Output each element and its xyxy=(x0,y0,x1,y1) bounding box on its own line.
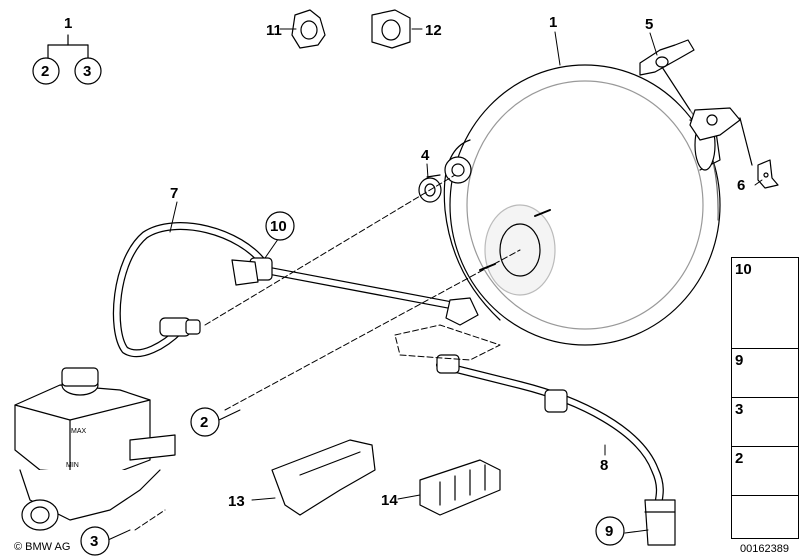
callout-kit-1: 1 xyxy=(64,15,73,32)
legend-panel-arrow xyxy=(731,495,799,539)
grommet-part-4 xyxy=(418,174,442,203)
dashed-leaders xyxy=(134,174,521,531)
legend-panel-10: 10 xyxy=(731,257,799,349)
callout-7: 7 xyxy=(170,185,179,202)
callout-circle-10 xyxy=(265,211,295,241)
grommet-part-12 xyxy=(371,9,411,49)
callout-kit-2-label: 2 xyxy=(41,63,50,80)
callout-5: 5 xyxy=(645,16,654,33)
callout-1: 1 xyxy=(549,14,558,31)
callout-11: 11 xyxy=(266,22,282,39)
callout-kit-3-label: 3 xyxy=(83,63,92,80)
vacuum-hose-part-7 xyxy=(112,222,269,358)
callout-10: 10 xyxy=(270,218,287,235)
callout-9: 9 xyxy=(605,523,614,540)
legend-label-3: 3 xyxy=(735,401,744,418)
callout-14: 14 xyxy=(381,492,398,509)
kit-bracket-lines xyxy=(47,34,89,59)
callout-8: 8 xyxy=(600,457,609,474)
callout-circle-2 xyxy=(190,407,220,437)
legend-label-10: 10 xyxy=(735,261,752,278)
bracket-part-13 xyxy=(271,439,376,516)
clip-part-11 xyxy=(291,9,326,49)
doc-number: 00162389 xyxy=(740,543,789,555)
legend-panel-3: 3 xyxy=(731,397,799,447)
callout-12: 12 xyxy=(425,22,442,39)
brand-footer: © BMW AG xyxy=(14,541,70,553)
legend-label-9: 9 xyxy=(735,352,744,369)
legend-label-2: 2 xyxy=(735,450,744,467)
callout-circle-3 xyxy=(80,526,110,556)
vacuum-hose-part-8 xyxy=(436,354,676,546)
holder-part-14 xyxy=(419,459,501,516)
reservoir-max-mark: MAX xyxy=(71,428,87,435)
legend-panel-9: 9 xyxy=(731,348,799,398)
vacuum-line xyxy=(231,257,479,326)
callout-2: 2 xyxy=(200,414,209,431)
legend-panel-2: 2 xyxy=(731,446,799,496)
reservoir-min-mark: MIN xyxy=(66,462,79,469)
callout-13: 13 xyxy=(228,493,245,510)
copyright-icon: © xyxy=(14,541,23,553)
callout-3: 3 xyxy=(90,533,99,550)
callout-4: 4 xyxy=(421,147,430,164)
brake-booster xyxy=(443,64,721,346)
callout-circle-kit-3 xyxy=(74,57,102,85)
callout-leaders xyxy=(107,28,763,541)
clip-part-6 xyxy=(757,159,779,189)
clevis-part-5 xyxy=(639,39,753,166)
master-cylinder-reservoir xyxy=(14,367,176,531)
callout-6: 6 xyxy=(737,177,746,194)
callout-circle-kit-2 xyxy=(32,57,60,85)
brand-text: BMW AG xyxy=(25,541,71,553)
callout-circle-9 xyxy=(595,516,625,546)
